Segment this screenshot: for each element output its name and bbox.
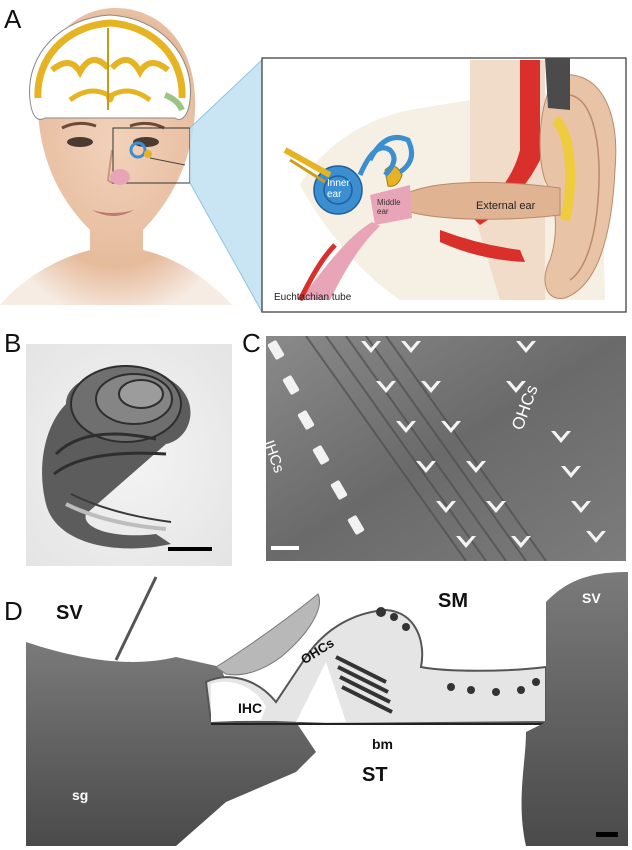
label-sg: sg xyxy=(72,787,89,803)
panel-letter-b: B xyxy=(4,328,22,358)
scale-bar-c xyxy=(271,546,299,550)
tunnel-of-corti xyxy=(296,662,346,722)
label-inner-ear: Inner ear xyxy=(327,178,350,200)
label-sv-left: SV xyxy=(56,602,83,624)
ihc-region xyxy=(211,681,266,722)
panel-letter-c: C xyxy=(242,328,261,358)
ohc-cells xyxy=(335,655,393,714)
pillar-ridges xyxy=(305,336,547,561)
panel-a-illustration xyxy=(0,8,627,320)
ihc-bundles xyxy=(267,340,365,535)
label-eustachian-tube: Euchtachian tube xyxy=(274,292,352,303)
panel-b-cochlea-sem xyxy=(26,344,232,566)
label-st: ST xyxy=(362,764,388,786)
label-sv-right: SV xyxy=(582,590,601,606)
label-sm: SM xyxy=(438,590,468,612)
spiral-ligament xyxy=(521,572,628,846)
nuclei xyxy=(376,607,540,696)
mini-ossicle xyxy=(144,150,152,158)
scale-bar-d xyxy=(596,832,618,837)
organ-of-corti xyxy=(204,608,547,726)
label-ihc: IHC xyxy=(238,700,263,716)
ear-anatomy xyxy=(283,58,617,302)
label-bm: bm xyxy=(372,736,393,752)
label-middle-ear: Middle ear xyxy=(377,198,401,216)
mini-cochlea xyxy=(129,141,147,159)
spiral-limbus xyxy=(26,642,316,846)
scale-bar-b xyxy=(168,547,212,551)
brain-section xyxy=(29,14,191,120)
panel-letter-a: A xyxy=(4,4,22,34)
callout-wedge xyxy=(190,60,262,312)
ohc-bundles xyxy=(361,341,606,548)
panel-letter-d: D xyxy=(4,596,23,626)
label-external-ear: External ear xyxy=(476,200,536,212)
mini-tube xyxy=(110,169,130,185)
panel-c-hair-cells-sem xyxy=(266,336,626,561)
reissners-membrane xyxy=(114,576,158,661)
tectorial-membrane xyxy=(215,593,320,676)
panel-d-organ-of-corti-histology xyxy=(26,572,628,846)
cochlea-spiral xyxy=(42,365,191,549)
